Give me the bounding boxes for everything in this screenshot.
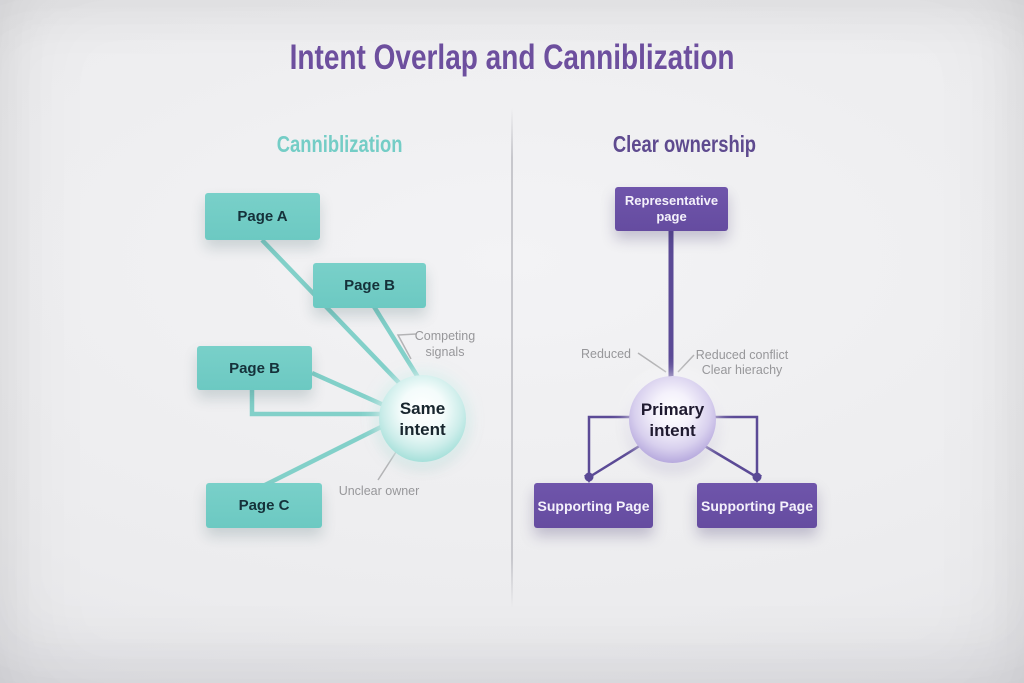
arrowhead-icon xyxy=(752,475,762,483)
arrowhead-icon xyxy=(584,472,594,482)
annotation-unclear-owner: Unclear owner xyxy=(338,484,420,498)
leader-unclear-owner xyxy=(377,451,397,481)
connector-page-c-to-same-intent xyxy=(261,421,389,489)
connector-primary-diagonal-right xyxy=(702,443,756,478)
annotation-competing-signals: Competing signals xyxy=(414,329,476,359)
node-page-b-mid: Page B xyxy=(197,346,312,390)
leader-reduced xyxy=(637,352,667,373)
node-representative-page: Representative page xyxy=(615,187,728,231)
annotation-reduced-conflict: Reduced conflict Clear hierachy xyxy=(695,348,789,377)
arrowhead-icon xyxy=(584,475,594,483)
node-page-b-top: Page B xyxy=(313,263,426,308)
connector-page-b-mid-elbow-to-same-intent xyxy=(249,390,388,417)
page-title-wrap: Intent Overlap and Canniblization xyxy=(0,38,1024,78)
page-title: Intent Overlap and Canniblization xyxy=(289,38,735,77)
center-divider xyxy=(511,108,513,608)
arrowhead-icon xyxy=(752,472,762,482)
node-supporting-page-right: Supporting Page xyxy=(697,483,817,528)
node-page-c: Page C xyxy=(206,483,322,528)
node-same-intent: Same intent xyxy=(379,375,466,462)
connector-primary-elbow-left xyxy=(587,415,632,474)
connector-primary-elbow-right xyxy=(712,415,759,474)
heading-clear-ownership: Clear ownership xyxy=(612,131,756,157)
node-primary-intent: Primary intent xyxy=(629,376,716,463)
node-page-a: Page A xyxy=(205,193,320,240)
connector-primary-diagonal-left xyxy=(590,443,642,478)
connector-page-b-mid-to-same-intent xyxy=(311,370,389,410)
annotation-reduced: Reduced xyxy=(580,347,632,361)
node-supporting-page-left: Supporting Page xyxy=(534,483,653,528)
heading-canniblization: Canniblization xyxy=(277,131,403,157)
